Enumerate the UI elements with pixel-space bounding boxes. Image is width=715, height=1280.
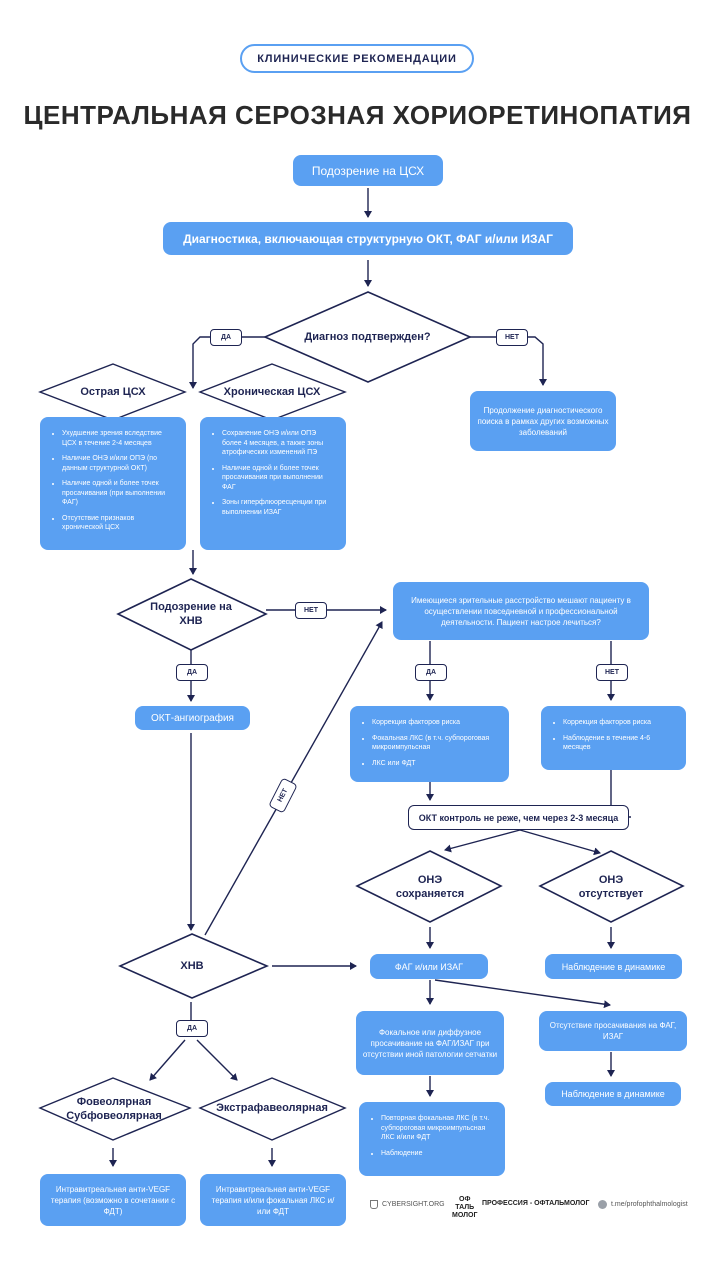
diamond-one-persists: [355, 850, 503, 923]
acute-item: Наличие ОНЭ и/или ОПЭ (по данным структу…: [62, 454, 174, 473]
node-leakage: Фокальное или диффузное просачивание на …: [356, 1011, 504, 1075]
footer-logo: ОФ ТАЛЬ МОЛОГ: [452, 1196, 478, 1219]
chronic-item: Зоны гиперфлюоресценции при выполнении И…: [222, 498, 334, 517]
badge: КЛИНИЧЕСКИЕ РЕКОМЕНДАЦИИ: [240, 44, 474, 73]
edge-no-cnv-suspect: НЕТ: [295, 602, 327, 619]
label-chronic: Хроническая ЦСХ: [223, 386, 321, 398]
node-extra-tx: Интравитреальная анти-VEGF терапия и/или…: [200, 1174, 346, 1226]
edge-yes-question: ДА: [415, 664, 447, 681]
page-title: ЦЕНТРАЛЬНАЯ СЕРОЗНАЯ ХОРИОРЕТИНОПАТИЯ: [23, 100, 692, 130]
node-no-leakage: Отсутствие просачивания на ФАГ, ИЗАГ: [539, 1011, 687, 1051]
label-confirmed: Диагноз подтвержден?: [304, 331, 431, 343]
acute-item: Наличие одной и более точек просачивания…: [62, 479, 174, 508]
edge-no-question: НЕТ: [596, 664, 628, 681]
node-foveal-tx: Интравитреальная анти-VEGF терапия (возм…: [40, 1174, 186, 1226]
node-observe-list: Коррекция факторов риска Наблюдение в те…: [541, 706, 686, 770]
node-repeat-list: Повторная фокальная ЛКС (в т.ч. субпорог…: [359, 1102, 505, 1176]
node-oct-control: ОКТ контроль не реже, чем через 2-3 меся…: [408, 805, 629, 830]
diamond-confirmed: [263, 291, 472, 383]
diamond-extrafoveal: [198, 1077, 347, 1141]
edge-no-confirmed: НЕТ: [496, 329, 528, 346]
edge-yes-cnv-suspect: ДА: [176, 664, 208, 681]
label-one-persists: ОНЭ сохраняется: [395, 874, 465, 900]
label-acute: Острая ЦСХ: [80, 386, 146, 398]
observe-item: Наблюдение в течение 4-6 месяцев: [563, 734, 674, 753]
node-chronic-list: Сохранение ОНЭ и/или ОПЭ более 4 месяцев…: [200, 417, 346, 550]
node-dyn2: Наблюдение в динамике: [545, 1082, 681, 1106]
footer-telegram[interactable]: t.me/profophthalmologist: [598, 1200, 688, 1209]
label-foveal: Фовеолярная Субфовеолярная: [66, 1096, 162, 1122]
treat-item: Коррекция факторов риска: [372, 718, 497, 728]
node-oct-angio: ОКТ-ангиография: [135, 706, 250, 730]
diamond-one-absent: [538, 850, 685, 923]
label-cnv-suspect: Подозрение на ХНВ: [150, 601, 232, 627]
node-suspect: Подозрение на ЦСХ: [293, 155, 443, 186]
acute-item: Ухудшение зрения вследствие ЦСХ в течени…: [62, 429, 174, 448]
edge-yes-cnv: ДА: [176, 1020, 208, 1037]
repeat-item: Наблюдение: [381, 1149, 493, 1159]
node-treat-list: Коррекция факторов риска Фокальная ЛКС (…: [350, 706, 509, 782]
node-dyn1: Наблюдение в динамике: [545, 954, 682, 979]
chronic-item: Наличие одной и более точек просачивания…: [222, 464, 334, 493]
label-cnv: ХНВ: [180, 960, 204, 972]
repeat-item: Повторная фокальная ЛКС (в т.ч. субпорог…: [381, 1114, 493, 1143]
treat-item: Фокальная ЛКС (в т.ч. субпороговая микро…: [372, 734, 497, 753]
chronic-item: Сохранение ОНЭ и/или ОПЭ более 4 месяцев…: [222, 429, 334, 458]
shield-icon: [370, 1200, 378, 1209]
footer-site: CYBERSIGHT.ORG: [370, 1200, 445, 1209]
footer-telegram-text[interactable]: t.me/profophthalmologist: [611, 1201, 688, 1208]
footer-site-text: CYBERSIGHT.ORG: [382, 1201, 445, 1208]
diamond-foveal: [38, 1077, 192, 1141]
node-acute-list: Ухудшение зрения вследствие ЦСХ в течени…: [40, 417, 186, 550]
node-fag: ФАГ и/или ИЗАГ: [370, 954, 488, 979]
edge-yes-confirmed: ДА: [210, 329, 242, 346]
node-diagnostics: Диагностика, включающая структурную ОКТ,…: [163, 222, 573, 255]
acute-item: Отсутствие признаков хронической ЦСХ: [62, 514, 174, 533]
node-continue-diag: Продолжение диагностического поиска в ра…: [470, 391, 616, 451]
footer-profession: ПРОФЕССИЯ - ОФТАЛЬМОЛОГ: [482, 1200, 590, 1207]
diamond-cnv: [118, 933, 270, 999]
node-question: Имеющиеся зрительные расстройство мешают…: [393, 582, 649, 640]
label-extrafoveal: Экстрафавеолярная: [216, 1102, 328, 1114]
telegram-icon: [598, 1200, 607, 1209]
observe-item: Коррекция факторов риска: [563, 718, 674, 728]
treat-item: ЛКС или ФДТ: [372, 759, 497, 769]
label-one-absent: ОНЭ отсутствует: [578, 874, 644, 900]
